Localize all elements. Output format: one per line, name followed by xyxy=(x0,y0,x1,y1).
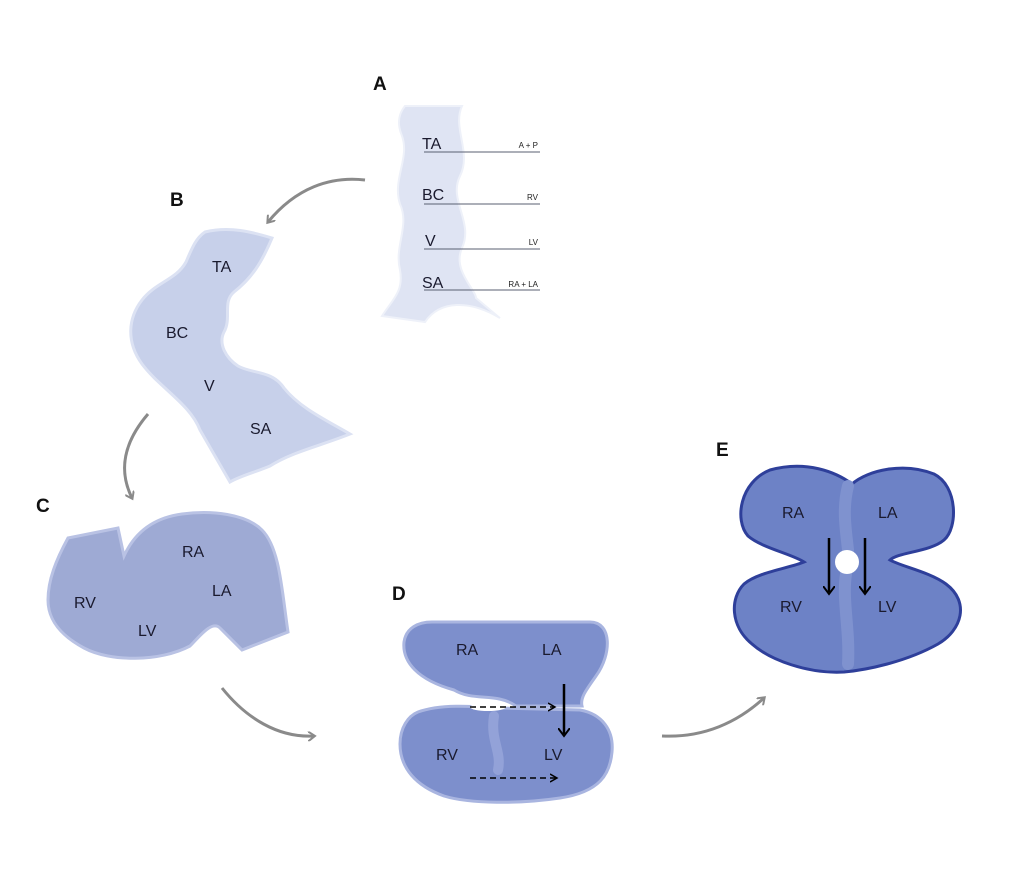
region-la: LA xyxy=(542,642,562,659)
ventricular-chamber xyxy=(398,704,614,804)
ventricular-septum-ridge xyxy=(488,711,504,775)
panel-b: B TA BC V SA xyxy=(129,190,354,485)
region-rv: RV xyxy=(74,595,96,612)
region-ra: RA xyxy=(456,642,479,659)
connector-d-to-e xyxy=(661,698,764,738)
panel-d: D RA LA RV LV xyxy=(392,584,614,804)
region-lv: LV xyxy=(138,623,157,640)
atrial-chamber xyxy=(402,620,609,708)
region-bc: BC xyxy=(422,187,444,204)
panel-b-letter: B xyxy=(170,190,184,211)
region-ra: RA xyxy=(182,544,205,561)
region-ra: RA xyxy=(782,505,805,522)
region-rv: RV xyxy=(780,599,802,616)
fate-bc: RV xyxy=(527,193,539,202)
fate-sa: RA + LA xyxy=(508,280,538,289)
region-lv: LV xyxy=(544,747,563,764)
region-ta: TA xyxy=(422,136,442,153)
panel-c: C RA LA RV LV xyxy=(36,496,290,660)
region-lv: LV xyxy=(878,599,897,616)
tube-segment-lines xyxy=(424,151,540,291)
foramen-ovale-opening xyxy=(835,550,859,574)
panel-c-letter: C xyxy=(36,496,50,517)
panel-e-letter: E xyxy=(716,440,729,461)
folded-heart xyxy=(46,511,290,660)
region-la: LA xyxy=(212,583,232,600)
panel-a: A TA BC V SA A + P RV LV RA + LA xyxy=(373,74,540,324)
connector-a-to-b xyxy=(268,177,366,222)
looping-heart-tube xyxy=(129,228,354,485)
region-bc: BC xyxy=(166,325,188,342)
region-v: V xyxy=(425,233,436,250)
fate-v: LV xyxy=(529,238,539,247)
panel-a-letter: A xyxy=(373,74,387,95)
region-v: V xyxy=(204,378,215,395)
connector-b-to-c xyxy=(123,413,150,498)
panel-d-letter: D xyxy=(392,584,406,605)
ventricle-divider xyxy=(838,568,855,670)
atria-divider xyxy=(838,480,854,556)
region-ta: TA xyxy=(212,259,232,276)
av-canal-opening xyxy=(470,703,506,711)
region-rv: RV xyxy=(436,747,458,764)
fate-ta: A + P xyxy=(519,141,538,150)
panel-e: E RA LA RV LV xyxy=(716,440,962,674)
region-sa: SA xyxy=(250,421,272,438)
region-la: LA xyxy=(878,505,898,522)
region-sa: SA xyxy=(422,275,444,292)
primitive-heart-tube xyxy=(380,105,501,324)
connector-c-to-d xyxy=(220,687,314,736)
